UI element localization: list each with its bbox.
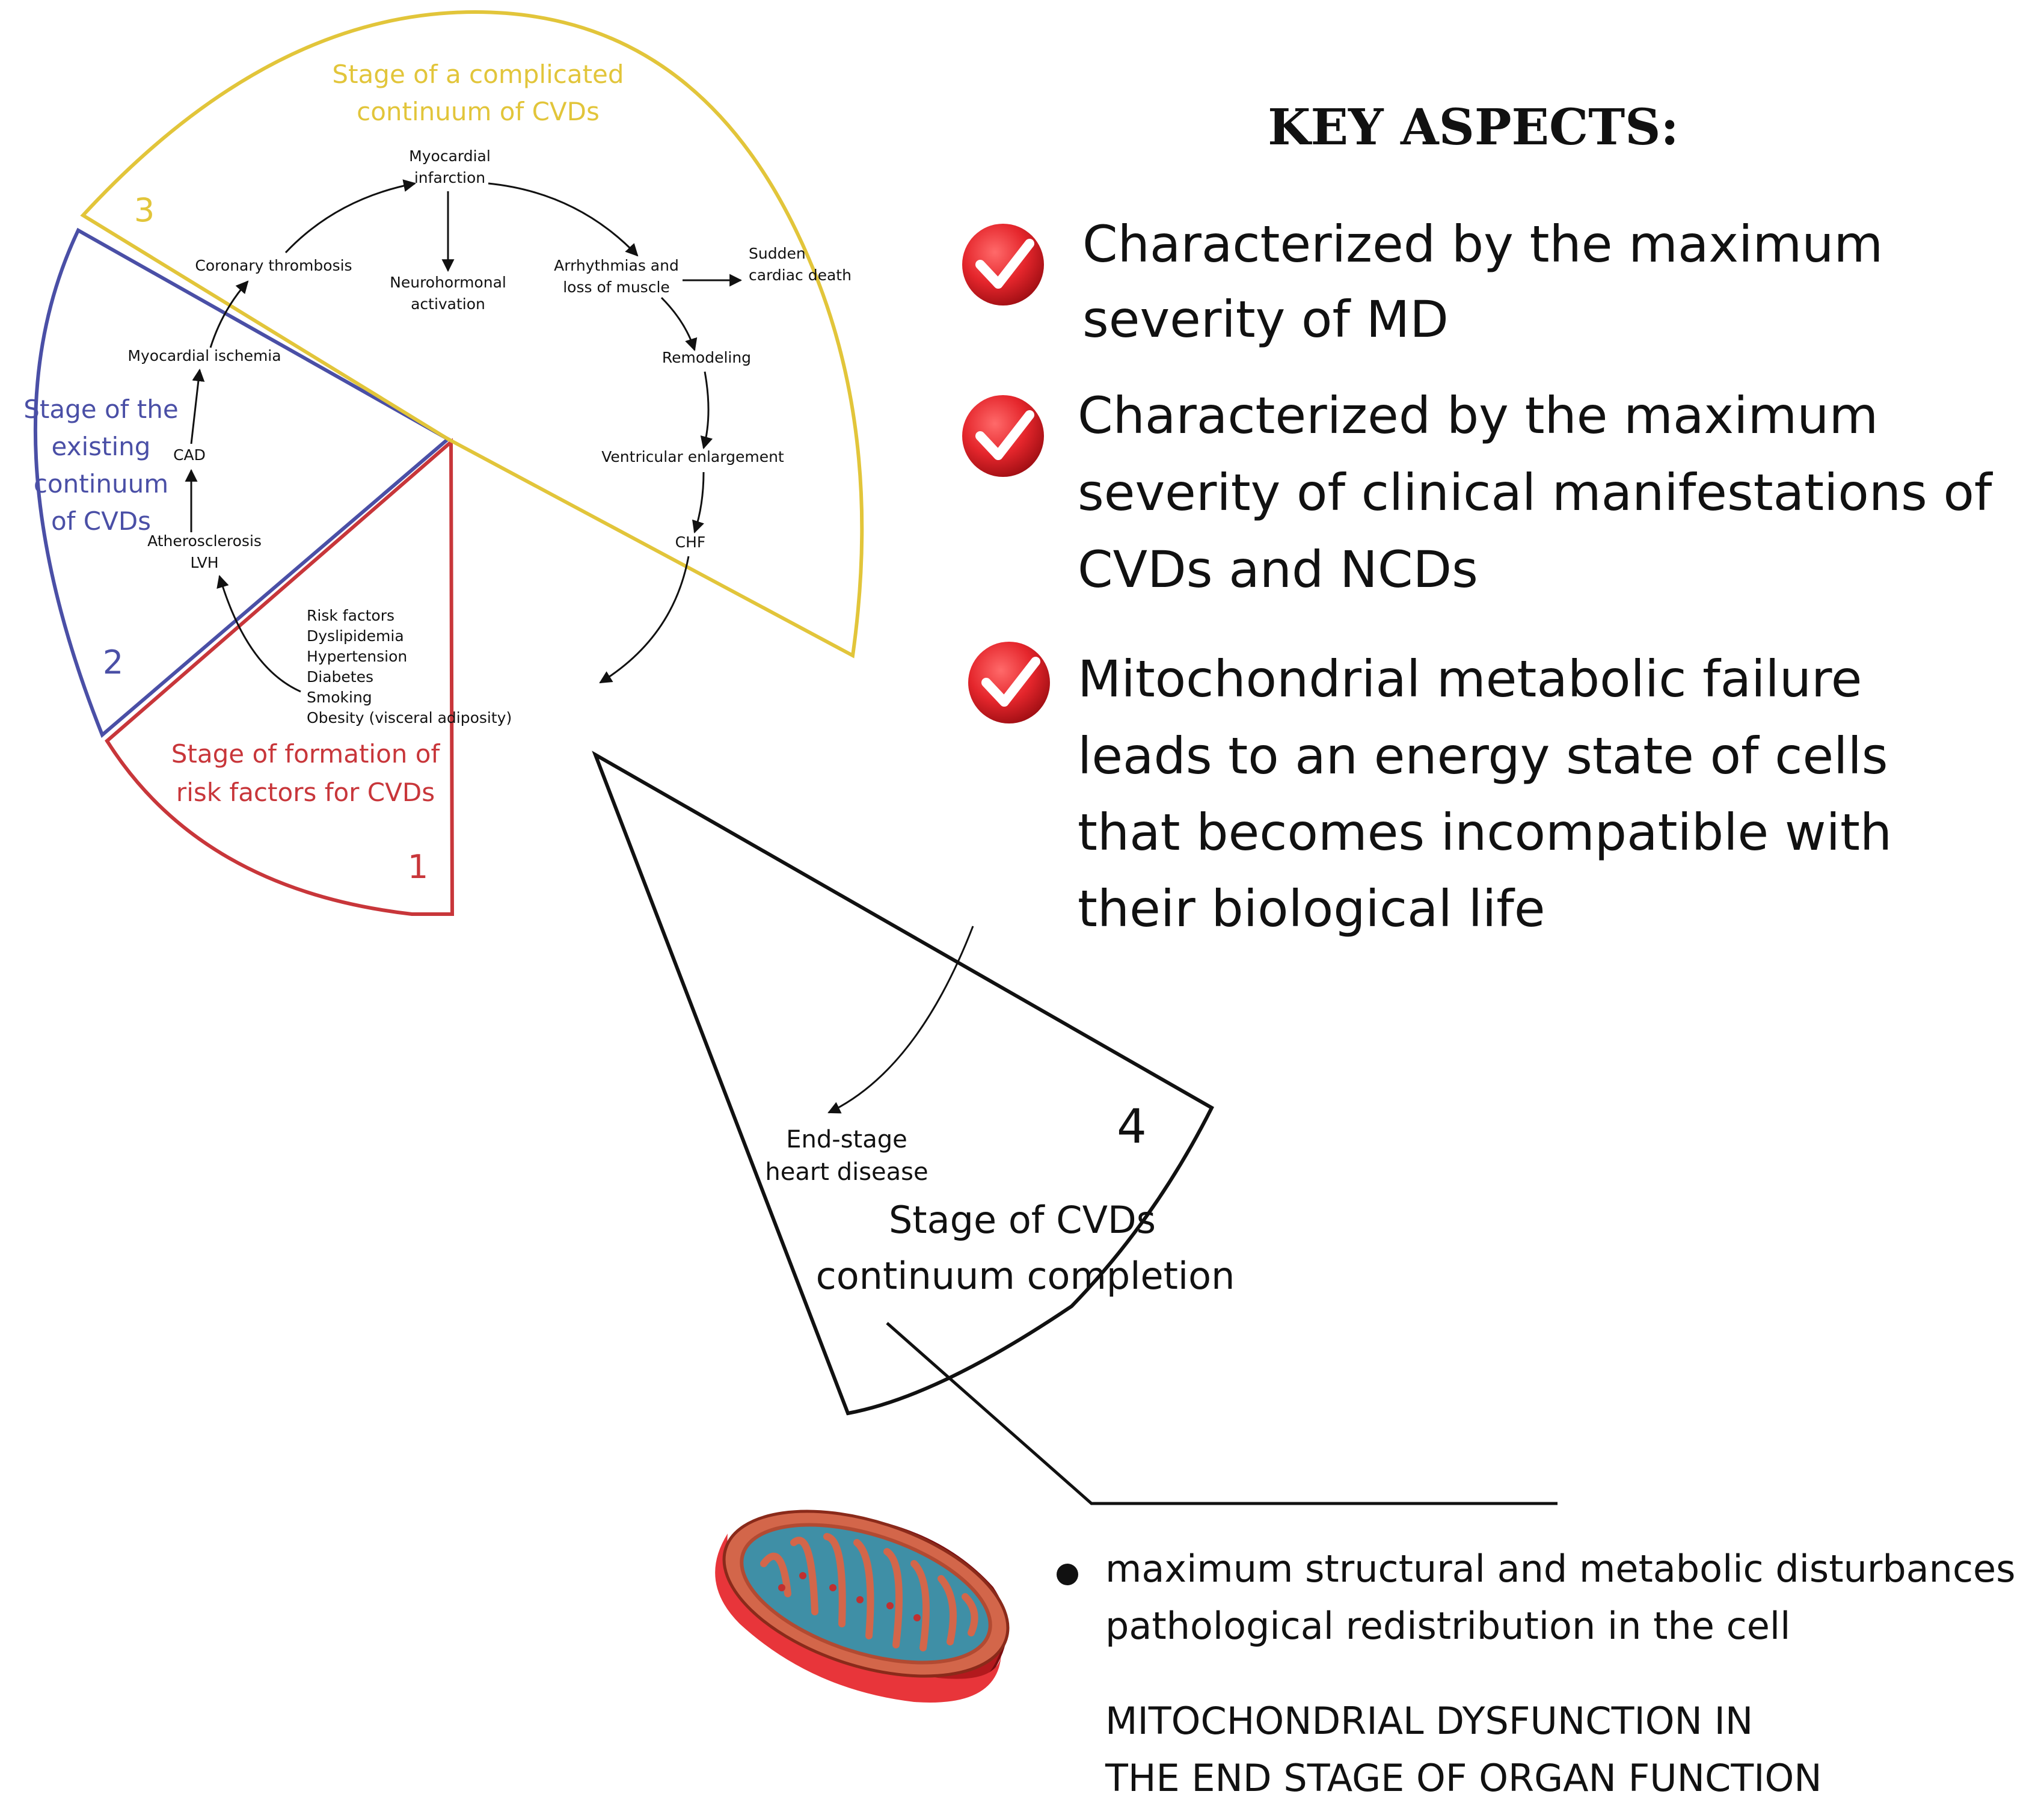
svg-text:Diabetes: Diabetes [307, 668, 373, 686]
node-myocardial-infarction: Myocardial infarction [409, 147, 491, 186]
svg-text:continuum: continuum [34, 469, 168, 499]
key-aspect-3: Mitochondrial metabolic failure leads to… [968, 642, 1892, 938]
stage1-number: 1 [408, 848, 428, 886]
stage2-title: Stage of the existing continuum of CVDs [23, 395, 178, 536]
svg-text:Myocardial: Myocardial [409, 147, 491, 165]
stage4-sector [592, 751, 1214, 1416]
arrow-to-end-stage [827, 926, 974, 1114]
svg-text:continuum of CVDs: continuum of CVDs [357, 97, 600, 126]
stage3-sector [80, 10, 864, 659]
svg-text:pathological redistribution in: pathological redistribution in the cell [1105, 1604, 1790, 1648]
svg-text:cardiac death: cardiac death [749, 266, 852, 284]
svg-text:CVDs and NCDs: CVDs and NCDs [1078, 540, 1478, 599]
node-end-stage: End-stage heart disease [765, 1126, 928, 1186]
svg-text:infarction: infarction [414, 169, 485, 186]
svg-text:loss of muscle: loss of muscle [563, 278, 670, 296]
svg-text:existing: existing [52, 432, 151, 461]
svg-text:LVH: LVH [190, 554, 218, 571]
svg-text:Characterized by the maximum: Characterized by the maximum [1078, 386, 1878, 445]
svg-text:Neurohormonal: Neurohormonal [390, 274, 506, 291]
stage3-title: Stage of a complicated continuum of CVDs [332, 60, 624, 126]
svg-text:leads to an energy state of ce: leads to an energy state of cells [1078, 726, 1888, 785]
arrow-cad-to-ischemia [190, 368, 205, 444]
arrow-chf-to-stage4 [599, 556, 690, 684]
node-risk-factors: Risk factors Dyslipidemia Hypertension D… [307, 607, 512, 726]
svg-text:activation: activation [411, 295, 485, 313]
svg-text:that becomes incompatible with: that becomes incompatible with [1078, 803, 1892, 862]
arrow-remodeling-to-ventricular [700, 371, 713, 450]
arrow-ischemia-to-thrombosis [209, 280, 249, 348]
check-icon [962, 395, 1044, 477]
svg-text:severity of clinical manifesta: severity of clinical manifestations of [1078, 463, 1993, 522]
stage1-sector [105, 438, 455, 916]
svg-text:Characterized by the maximum: Characterized by the maximum [1082, 215, 1883, 274]
node-arrhythmias: Arrhythmias and loss of muscle [554, 257, 679, 296]
stage4-number: 4 [1117, 1100, 1147, 1154]
mitochondrion-icon [715, 1510, 1010, 1703]
stage2-sector [33, 227, 452, 739]
svg-text:Smoking: Smoking [307, 689, 372, 706]
node-atherosclerosis: Atherosclerosis LVH [147, 532, 262, 571]
bullet-dot [1057, 1564, 1078, 1585]
arrow-thrombosis-to-mi [284, 179, 417, 254]
svg-text:risk factors for CVDs: risk factors for CVDs [176, 778, 435, 807]
stage2-number: 2 [103, 643, 123, 681]
svg-text:severity of MD: severity of MD [1082, 290, 1449, 349]
svg-text:Stage of the: Stage of the [23, 395, 178, 424]
svg-text:heart disease: heart disease [765, 1158, 928, 1186]
arrow-mi-to-arrhythmias [488, 182, 639, 257]
node-ventricular: Ventricular enlargement [601, 448, 784, 465]
svg-text:their biological life: their biological life [1078, 879, 1545, 938]
bottom-bullet-text: maximum structural and metabolic disturb… [1105, 1547, 2016, 1648]
connector-line [886, 1322, 1558, 1505]
flow-arrows [185, 179, 974, 1114]
svg-text:Stage of formation of: Stage of formation of [171, 739, 441, 769]
arrow-risk-to-athero [216, 574, 301, 693]
arrow-ventricular-to-chf [692, 471, 705, 533]
svg-text:Sudden: Sudden [749, 245, 806, 262]
svg-text:Dyslipidemia: Dyslipidemia [307, 627, 404, 645]
svg-text:Stage of a complicated: Stage of a complicated [332, 60, 624, 89]
node-sudden-death: Sudden cardiac death [749, 245, 852, 284]
stage4-title: Stage of CVDs continuum completion [816, 1198, 1235, 1298]
svg-text:Obesity (visceral adiposity): Obesity (visceral adiposity) [307, 709, 512, 726]
svg-text:of CVDs: of CVDs [51, 506, 151, 536]
svg-text:Atherosclerosis: Atherosclerosis [147, 532, 262, 550]
key-aspects-title: KEY ASPECTS: [1268, 99, 1679, 156]
svg-text:Stage of CVDs: Stage of CVDs [889, 1198, 1156, 1242]
svg-text:Mitochondrial metabolic failur: Mitochondrial metabolic failure [1078, 650, 1862, 708]
node-coronary-thrombosis: Coronary thrombosis [195, 257, 352, 274]
key-aspect-1: Characterized by the maximum severity of… [962, 215, 1883, 349]
stage1-title: Stage of formation of risk factors for C… [171, 739, 441, 807]
svg-text:Risk factors: Risk factors [307, 607, 394, 624]
check-icon [968, 642, 1050, 723]
stage3-number: 3 [134, 191, 155, 229]
svg-text:maximum structural and metabol: maximum structural and metabolic disturb… [1105, 1547, 2016, 1591]
svg-text:continuum completion: continuum completion [816, 1254, 1235, 1298]
check-icon [962, 224, 1044, 306]
svg-text:MITOCHONDRIAL DYSFUNCTION IN: MITOCHONDRIAL DYSFUNCTION IN [1105, 1699, 1753, 1743]
bottom-caption: MITOCHONDRIAL DYSFUNCTION IN THE END STA… [1105, 1699, 1822, 1800]
svg-text:Arrhythmias and: Arrhythmias and [554, 257, 679, 274]
node-cad: CAD [173, 446, 206, 464]
svg-text:End-stage: End-stage [786, 1126, 907, 1153]
svg-text:THE END STAGE OF ORGAN FUNCTIO: THE END STAGE OF ORGAN FUNCTION [1105, 1756, 1822, 1800]
node-remodeling: Remodeling [662, 349, 751, 366]
node-neurohormonal: Neurohormonal activation [390, 274, 506, 313]
node-chf: CHF [675, 533, 706, 551]
arrow-arrhythmias-to-remodeling [660, 296, 698, 352]
node-myocardial-ischemia: Myocardial ischemia [127, 347, 281, 364]
key-aspect-2: Characterized by the maximum severity of… [962, 386, 1993, 599]
svg-text:Hypertension: Hypertension [307, 648, 407, 665]
